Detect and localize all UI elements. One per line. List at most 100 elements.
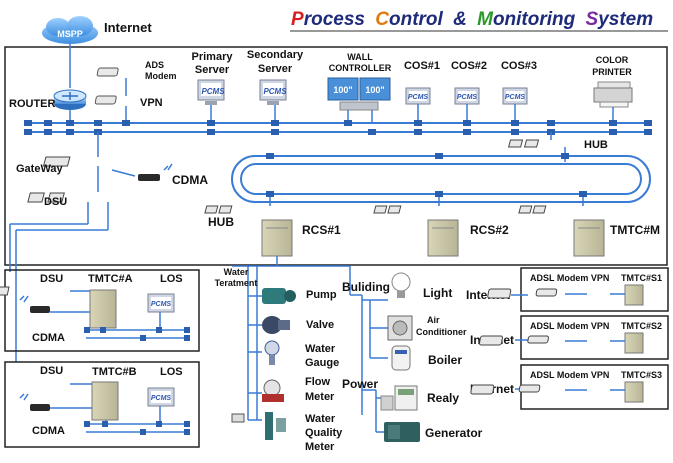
cos2-label: COS#2 [451,60,487,72]
wall-controller-label-1: WALL [347,52,373,62]
adsl-modem-s2-icon [478,335,503,346]
tmtc-m-hub-icon [518,205,547,214]
air-conditioner-label-2: Conditioner [416,327,467,337]
cos2-pcms-text: PCMS [457,94,478,101]
generator-icon [384,422,420,442]
cos1-label: COS#1 [404,60,440,72]
boiler-icon [391,345,411,371]
title-initial-c: C [375,9,389,30]
adsl-modem-vpn-s2-label: ADSL Modem VPN [530,321,609,331]
water-gauge-icon [264,340,280,365]
printer-label-1: COLOR [596,55,629,65]
tmtc-s3-cabinet-icon [624,381,644,403]
dsu-top-label: DSU [44,196,67,208]
los-a-workstation-icon [147,293,175,313]
generator-label: Generator [425,426,483,440]
cdma-a-icon [19,295,50,313]
title-initial-p: P [291,9,304,30]
router-icon [53,89,87,110]
secondary-server-label-1: Secondary [247,49,304,61]
light-label: Light [423,286,452,300]
flow-meter-icon [262,379,284,402]
dsu-a-icon [0,286,10,296]
tmtc-b-frame [4,361,200,448]
water-quality-label-1: Water [305,413,336,425]
tmtc-b-connectors [84,421,190,435]
rcs1-field-bus [232,256,392,433]
title-initial-s: S [586,9,599,30]
water-gauge-label-1: Water [305,343,336,355]
mspp-cloud-icon [42,16,98,44]
cdma-b-icon [19,393,50,411]
tmtc-a-frame [4,269,200,352]
adsl-modem-vpn-s1-label: ADSL Modem VPN [530,273,609,283]
water-treatment-label-2: Teratment [215,278,258,288]
rcs1-cabinet-icon [261,219,293,257]
valve-icon [262,316,290,334]
mspp-label: MSPP [57,29,83,39]
cdma-top-icon [138,163,173,181]
printer-label-2: PRINTER [592,67,632,77]
tmtc-a-cabinet-icon [89,289,117,329]
adsl-modem-s1-icon [487,288,512,299]
remote-site-s2-frame [520,315,669,360]
ring-connectors [266,153,587,197]
secondary-server-label-2: Server [258,63,293,75]
vpn-label: VPN [140,97,163,109]
primary-server-label-1: Primary [192,51,234,63]
remote-site-s1-frame [520,267,669,312]
flow-meter-label-1: Flow [305,376,330,388]
valve-label: Valve [306,319,334,331]
wall-screen-icon [327,77,391,111]
page-title: Process Control & Monitoring System [291,9,653,30]
gateway-icon [42,156,71,167]
cdma-b-label: CDMA [32,425,65,437]
los-b-workstation-icon [147,387,175,407]
relay-icon [380,385,418,411]
title-word-ontrol: ontrol [389,9,444,30]
primary-server-label-2: Server [195,64,230,76]
cos3-pcms-text: PCMS [505,94,526,101]
water-treatment-label-1: Water [224,267,249,277]
tmtc-s2-cabinet-icon [624,332,644,354]
water-quality-meter-icon [231,412,286,440]
tmtc-a-connectors [84,327,190,341]
tmtc-s3-label: TMTC#S3 [621,370,662,380]
air-conditioner-label-1: Air [427,315,440,325]
title-word-onitoring: onitoring [493,9,576,30]
top-hub-label: HUB [584,139,608,151]
los-a-label: LOS [160,273,183,285]
cdma-top-label: CDMA [172,173,208,187]
router-label: ROUTER [9,98,56,110]
building-label: Buliding [342,280,390,294]
main-backbone [28,122,648,133]
secondary-pcms-text: PCMS [263,87,287,96]
water-quality-label-2: Quality [305,427,343,439]
ads-modem-label-2: Modem [145,71,177,81]
flow-meter-label-2: Meter [305,391,335,403]
ads-modem-icon [96,67,119,77]
los-b-pcms-text: PCMS [151,395,172,402]
air-conditioner-icon [387,315,413,341]
water-gauge-label-2: Gauge [305,357,339,369]
vpn-s3-icon [518,384,541,393]
adsl-modem-vpn-s3-label: ADSL Modem VPN [530,370,609,380]
printer-icon [593,81,633,108]
tmtc-s1-cabinet-icon [624,284,644,306]
vpn-s1-icon [535,288,558,297]
primary-server-icon [197,79,225,105]
rcs2-cabinet-icon [427,219,459,257]
wall-screen-right-text: 100" [365,85,384,95]
gateway-label: GateWay [16,163,64,175]
wall-controller-label-2: CONTROLLER [329,63,392,73]
vpn-s2-icon [527,335,549,344]
dsu-a-label: DSU [40,273,63,285]
tmtc-b-label: TMTC#B [92,366,137,378]
los-b-label: LOS [160,366,183,378]
rcs1-label: RCS#1 [302,223,341,237]
wall-screen-left-text: 100" [333,85,352,95]
cos3-label: COS#3 [501,60,537,72]
title-word-rocess: rocess [304,9,365,30]
